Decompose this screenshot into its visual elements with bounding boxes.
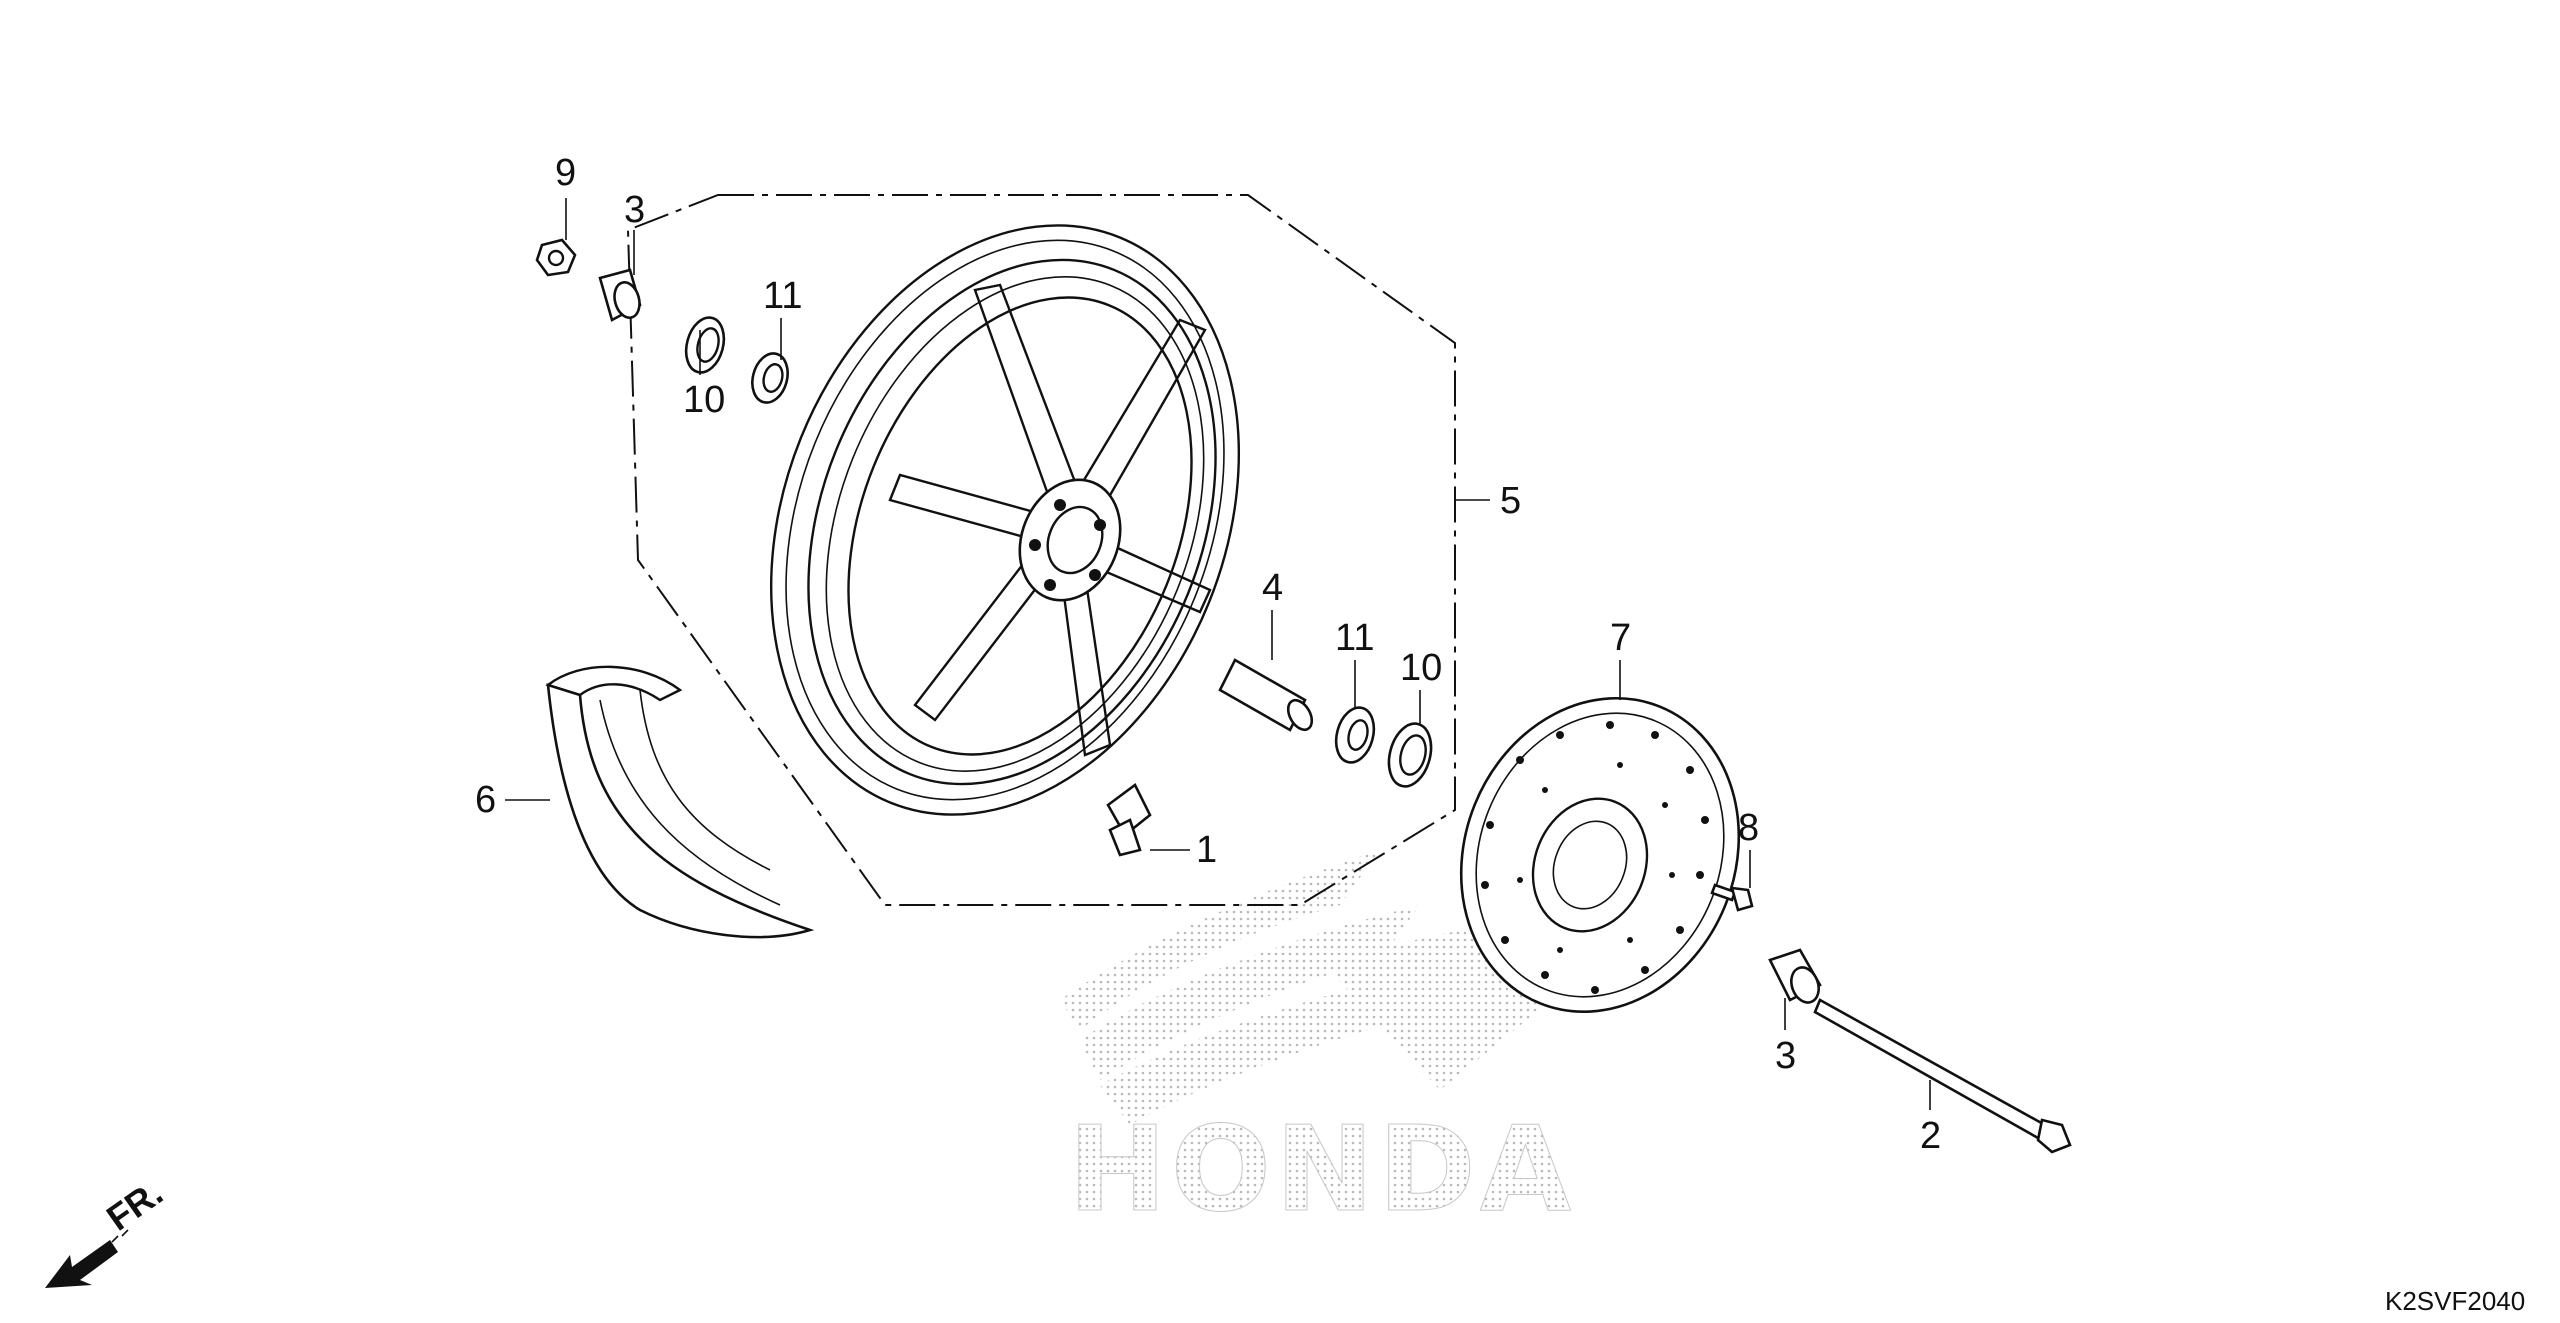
callout-7: 7 [1610, 617, 1631, 659]
callout-6: 6 [475, 779, 496, 821]
callout-10-right: 10 [1400, 647, 1442, 689]
callout-11-left: 11 [763, 275, 802, 317]
bolt-part-8 [1710, 883, 1754, 912]
bearing-part-11-right [1334, 706, 1376, 764]
leader-lines [505, 198, 1931, 1110]
collar-part-3-right [1768, 948, 1822, 1004]
drawing-code: K2SVF2040 [2385, 1286, 2525, 1316]
disc-holes [1481, 721, 1709, 994]
axle-part-2 [1813, 998, 2072, 1154]
callout-8: 8 [1738, 807, 1759, 849]
callout-5: 5 [1500, 480, 1521, 522]
wheel-assembly-outline [626, 194, 1456, 906]
callout-11-right: 11 [1335, 617, 1374, 659]
seal-part-10-left [684, 316, 726, 374]
callout-3-right: 3 [1775, 1035, 1796, 1077]
nut-part-9 [535, 238, 577, 277]
valve-stem-part-1 [1106, 783, 1152, 857]
callout-10-left: 10 [683, 379, 725, 421]
front-arrow-icon [45, 1240, 118, 1288]
collar-part-3-left [598, 268, 642, 322]
callout-1: 1 [1196, 829, 1217, 871]
callouts: 9 3 11 10 5 4 11 10 7 6 1 8 3 2 [475, 152, 1941, 1157]
front-direction-indicator: FR. [45, 1172, 170, 1288]
direction-label: FR. [99, 1172, 170, 1239]
callout-2: 2 [1920, 1115, 1941, 1157]
fender-part-6 [545, 665, 815, 939]
watermark-text: HONDA [1068, 1100, 1575, 1238]
seal-part-10-right [1387, 722, 1433, 788]
callout-4: 4 [1262, 567, 1283, 609]
callout-3-left: 3 [624, 189, 645, 231]
front-wheel [770, 224, 1240, 816]
callout-9: 9 [555, 152, 576, 194]
bearing-part-11-left [751, 352, 789, 404]
brake-disc-part-7 [1459, 696, 1741, 1014]
spacer-part-4 [1218, 658, 1314, 732]
